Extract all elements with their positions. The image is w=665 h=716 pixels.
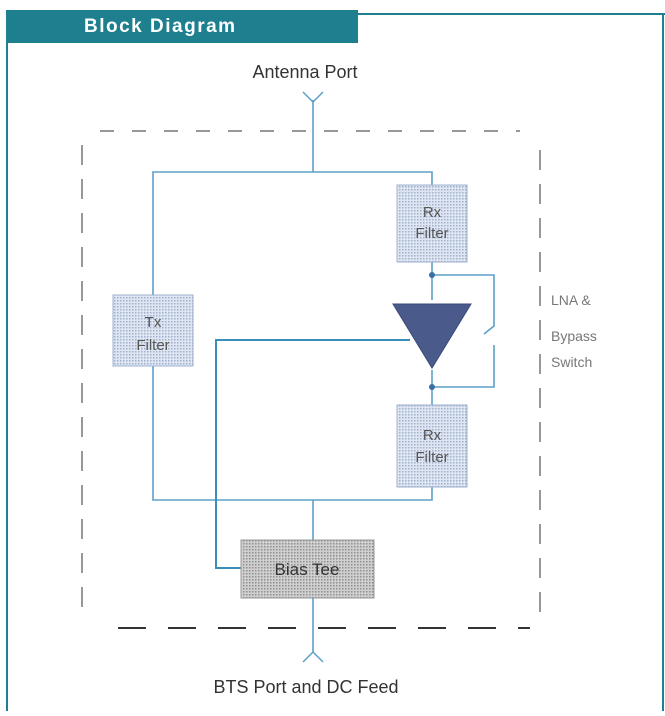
rx-filter-bottom-line2: Filter — [415, 449, 448, 466]
tx-filter-line1: Tx — [145, 314, 162, 331]
junction-dot — [429, 384, 435, 390]
block-diagram-tab: Block Diagram — [6, 10, 358, 43]
bias-tee-label: Bias Tee — [275, 560, 340, 579]
lna-label-line3: Switch — [551, 354, 592, 370]
rx-filter-top-line1: Rx — [423, 204, 442, 221]
rx-filter-bottom-line1: Rx — [423, 427, 442, 444]
tx-filter-block: Tx Filter — [112, 294, 194, 367]
rx-filter-top-line2: Filter — [415, 225, 448, 242]
rx-filter-top-block: Rx Filter — [396, 184, 468, 263]
antenna-port-label: Antenna Port — [252, 62, 357, 82]
lna-amplifier-icon — [392, 303, 472, 369]
bts-port-icon — [302, 651, 324, 663]
dc-bias-path — [215, 339, 410, 569]
lna-label-line1: LNA & — [551, 292, 591, 308]
rx-filter-bottom-block: Rx Filter — [396, 404, 468, 488]
bias-tee-block: Bias Tee — [240, 539, 375, 599]
lna-label-line2: Bypass — [551, 328, 597, 344]
block-diagram-title: Block Diagram — [84, 16, 237, 37]
antenna-icon — [302, 91, 324, 103]
junction-dot — [429, 272, 435, 278]
bts-port-label: BTS Port and DC Feed — [213, 677, 398, 697]
tx-filter-line2: Filter — [136, 337, 169, 354]
